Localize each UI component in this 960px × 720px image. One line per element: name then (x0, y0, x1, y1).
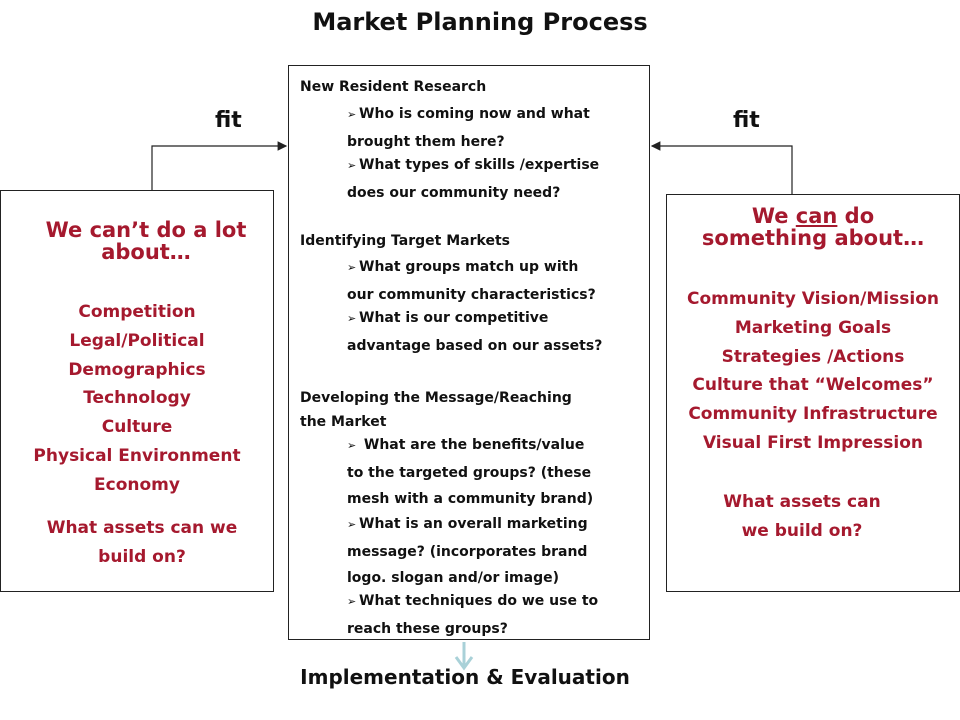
left-box-cant-change: We can’t do a lot about… Competition Leg… (0, 190, 274, 592)
list-item: Marketing Goals (734, 317, 892, 338)
center-box-process: New Resident Research ➢Who is coming now… (288, 65, 650, 640)
right-box-can-change: We can do something about… Community Vis… (666, 194, 960, 592)
list-item: Community Vision/Mission (687, 289, 939, 309)
section-title: New Resident Research (300, 79, 487, 95)
item-line: What types of skills /expertise (359, 157, 600, 173)
section-title-line: Developing the Message/Reaching (300, 390, 572, 406)
heading-text: do (837, 204, 875, 228)
arrow-bullet-icon: ➢ (347, 159, 357, 172)
right-heading-line-2: something about… (701, 226, 925, 250)
item-line: What groups match up with (359, 259, 579, 275)
list-item: Economy (94, 474, 180, 495)
list-item: Technology (83, 388, 191, 409)
item-line: What are the benefits/value (359, 437, 585, 453)
list-item: Demographics (68, 359, 206, 380)
list-item: Competition (78, 302, 196, 322)
item-line: advantage based on our assets? (347, 337, 603, 354)
arrow-bullet-icon: ➢ (347, 108, 357, 121)
list-item: Physical Environment (33, 445, 241, 466)
down-arrow-icon (454, 642, 474, 671)
implementation-label: Implementation & Evaluation (300, 665, 630, 689)
right-box-heading: We can do something about… (667, 205, 959, 249)
arrow-bullet-icon: ➢ (347, 595, 357, 608)
item-line: to the targeted groups? (these (347, 464, 592, 481)
fit-arrow-right (650, 141, 793, 194)
fit-label-right: fit (733, 108, 760, 133)
list-item: Culture (101, 417, 173, 438)
arrow-bullet-icon: ➢ (347, 312, 357, 325)
left-box-question: What assets can we build on? (11, 514, 273, 572)
fit-label-left: fit (215, 108, 242, 133)
item-line: What techniques do we use to (359, 593, 599, 609)
list-item: ➢What groups match up with our community… (347, 254, 637, 308)
item-line: brought them here? (347, 133, 505, 150)
list-item: Culture that “Welcomes” (692, 375, 934, 396)
left-question-line-1: What assets can we (46, 518, 238, 538)
section-title-line: the Market (300, 414, 387, 430)
item-line: message? (incorporates brand (347, 543, 588, 560)
left-question-line-2: build on? (98, 547, 186, 567)
left-box-heading: We can’t do a lot about… (19, 219, 273, 263)
item-line: What is an overall marketing (359, 516, 588, 532)
section-title: Identifying Target Markets (300, 233, 510, 249)
right-heading-line-1: We can do (667, 205, 959, 227)
right-box-question: What assets can we build on? (645, 488, 959, 546)
left-heading-line-2: about… (101, 240, 191, 264)
page-title: Market Planning Process (312, 8, 648, 36)
list-item: ➢Who is coming now and what brought them… (347, 101, 637, 155)
arrow-bullet-icon: ➢ (347, 261, 357, 274)
heading-emphasis: can (795, 204, 838, 228)
left-box-list: Competition Legal/Political Demographics… (1, 298, 273, 500)
item-line: does our community need? (347, 184, 561, 201)
heading-text: We (751, 204, 796, 228)
right-question-line-1: What assets can (723, 492, 881, 512)
list-item: Community Infrastructure (688, 404, 938, 425)
item-line: What is our competitive (359, 310, 549, 326)
item-line: Who is coming now and what (359, 106, 590, 122)
item-line: our community characteristics? (347, 286, 596, 303)
list-item: Strategies /Actions (721, 346, 905, 367)
list-item: ➢ What are the benefits/value to the tar… (347, 432, 637, 513)
item-line: reach these groups? (347, 620, 508, 637)
item-line: logo. slogan and/or image) (347, 570, 560, 586)
list-item: ➢What techniques do we use to reach thes… (347, 588, 637, 642)
list-item: Visual First Impression (702, 432, 924, 453)
list-item: ➢What types of skills /expertise does ou… (347, 152, 637, 206)
right-question-line-2: we build on? (741, 521, 863, 541)
fit-arrow-left (151, 141, 288, 190)
left-heading-line-1: We can’t do a lot (45, 218, 247, 242)
section-title: Developing the Message/Reaching the Mark… (300, 386, 572, 434)
list-item: ➢What is an overall marketing message? (… (347, 511, 637, 592)
item-line: mesh with a community brand) (347, 491, 594, 507)
arrow-bullet-icon: ➢ (347, 518, 357, 531)
right-box-list: Community Vision/Mission Marketing Goals… (667, 285, 959, 458)
list-item: ➢What is our competitive advantage based… (347, 305, 637, 359)
list-item: Legal/Political (69, 330, 205, 351)
arrow-bullet-icon: ➢ (347, 439, 357, 452)
